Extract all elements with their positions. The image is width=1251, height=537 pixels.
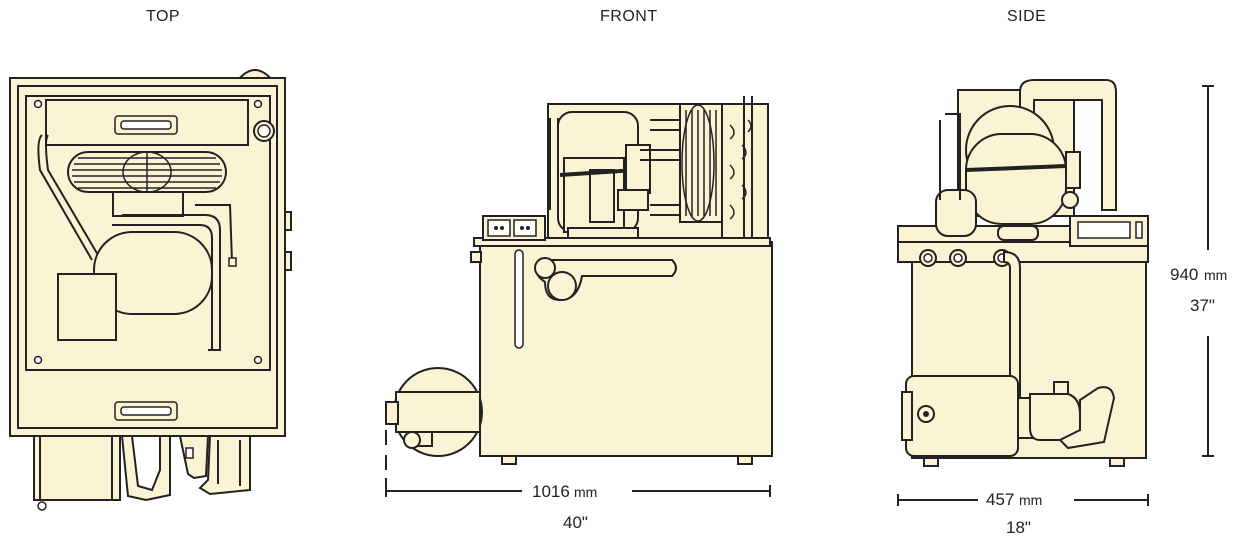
- height-mm-unit: mm: [1204, 267, 1227, 283]
- height-inches: 37": [1190, 296, 1215, 315]
- top-view-label: TOP: [146, 8, 181, 25]
- height-mm-value: 940: [1170, 265, 1198, 284]
- side-width-inches: 18": [1006, 518, 1031, 537]
- side-view-label: SIDE: [1007, 8, 1047, 25]
- front-width-mm-unit: mm: [574, 484, 597, 500]
- front-width-inches: 40": [563, 513, 588, 532]
- front-cabinet: [479, 241, 773, 457]
- front-view-label: FRONT: [600, 8, 658, 25]
- dimension-side-width: 457 mm 18": [897, 490, 1149, 537]
- dimension-height: 940 mm 37": [1170, 85, 1227, 457]
- dimension-front-width: 1016 mm 40": [385, 482, 771, 532]
- top-view: [9, 69, 292, 511]
- front-view: [385, 96, 773, 485]
- side-view: [897, 79, 1149, 467]
- side-width-mm-unit: mm: [1019, 492, 1042, 508]
- side-width-mm-value: 457: [986, 490, 1014, 509]
- front-width-mm-value: 1016: [532, 482, 570, 501]
